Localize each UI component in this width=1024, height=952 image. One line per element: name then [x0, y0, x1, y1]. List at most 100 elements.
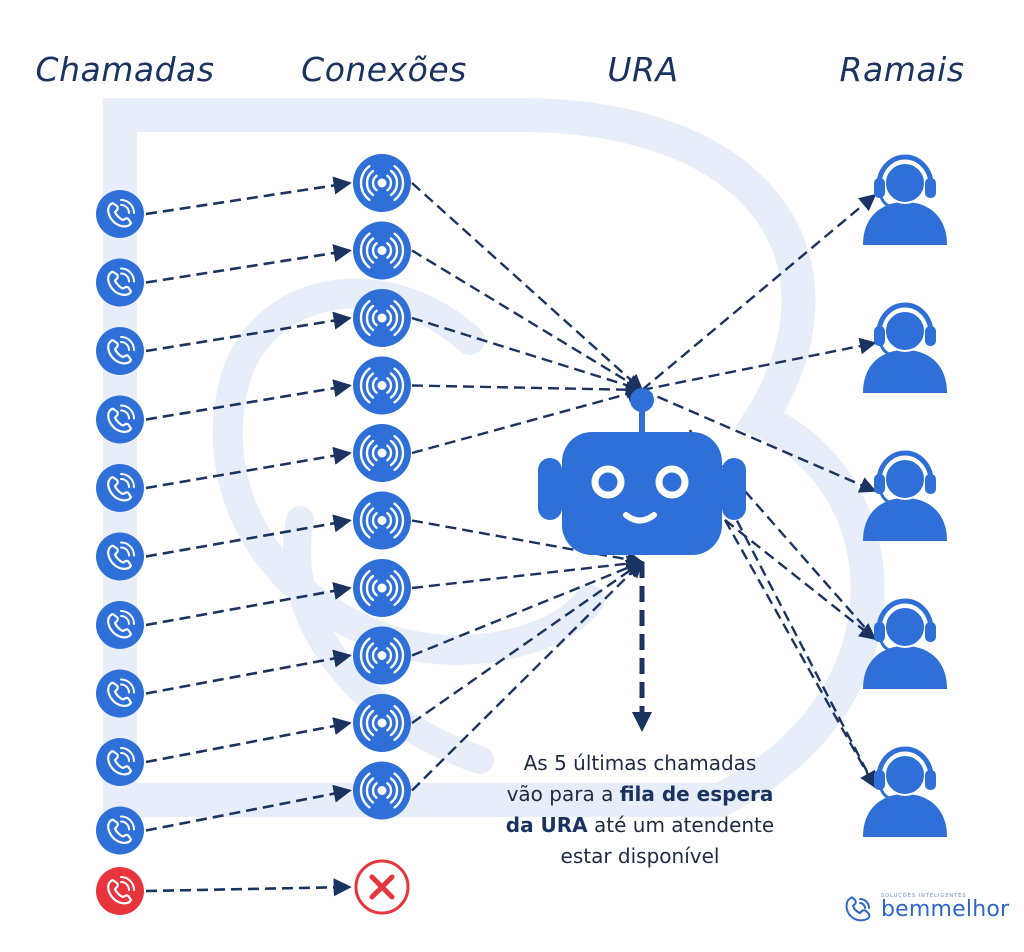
connection-wave	[359, 435, 371, 471]
phone-wave	[120, 267, 135, 283]
connection-wave	[386, 579, 393, 597]
connection-wave	[393, 570, 405, 606]
headset-agent-icon	[863, 598, 947, 689]
signal-broadcast-icon	[353, 424, 411, 482]
robot-eye	[591, 465, 625, 499]
agent-body	[863, 202, 947, 245]
connection-wave	[389, 304, 399, 332]
phone-icon	[96, 258, 144, 307]
signal-broadcast-icon	[353, 289, 411, 347]
connection-wave	[389, 237, 399, 264]
phone-circle	[96, 327, 144, 375]
agent-head	[884, 162, 926, 204]
connection-to-ura-arrow	[411, 561, 644, 724]
brand-tagline: SOLUÇÕES INTELIGENTES	[881, 893, 967, 899]
phone-circle	[96, 258, 144, 307]
agent-earcup	[925, 770, 936, 790]
agent-headband	[876, 450, 934, 482]
signal-broadcast-icon	[353, 626, 411, 685]
phone-circle	[96, 532, 144, 581]
rejected-phone-icon	[96, 867, 144, 915]
phone-wave	[120, 341, 130, 351]
ura-to-extension-arrow	[641, 337, 877, 392]
connection-center	[377, 178, 387, 188]
connection-wave	[389, 372, 399, 399]
agent-head	[884, 754, 926, 796]
agent-earcup	[925, 622, 936, 642]
connection-wave	[359, 300, 371, 336]
connection-center	[377, 246, 387, 255]
agent-body	[863, 350, 947, 393]
x-circle-icon	[354, 859, 410, 915]
connection-wave	[389, 642, 399, 669]
connection-wave	[365, 574, 375, 602]
connection-wave	[359, 705, 371, 741]
connection-wave	[359, 502, 371, 539]
connection-wave	[359, 772, 371, 809]
robot-left-ear	[538, 458, 562, 520]
phone-handset	[107, 750, 133, 776]
phone-wave	[120, 546, 130, 557]
connection-wave	[365, 169, 375, 197]
caption-line-4: estar disponível	[560, 844, 720, 868]
connection-wave	[365, 304, 375, 332]
connection-wave	[371, 714, 378, 732]
connection-wave	[359, 637, 371, 674]
phone-circle	[96, 464, 144, 512]
phone-circle	[96, 669, 144, 718]
agent-body	[863, 794, 947, 837]
connection-wave	[393, 165, 405, 201]
nodes-layer	[96, 154, 947, 915]
phone-wave	[120, 820, 130, 831]
caption-line-1: As 5 últimas chamadas	[523, 751, 757, 775]
phone-wave	[120, 336, 135, 351]
connection-to-ura-arrow	[411, 519, 644, 568]
phone-icon	[96, 327, 144, 375]
phone-icon	[96, 806, 144, 855]
agent-mic	[879, 788, 900, 802]
phone-wave	[120, 615, 130, 625]
connection-wave	[389, 574, 399, 602]
connection-center	[377, 786, 387, 795]
connection-wave	[386, 309, 393, 327]
agent-headband	[876, 746, 934, 778]
connection-wave	[386, 512, 393, 529]
watermark-logo	[103, 98, 885, 817]
queue-caption: As 5 últimas chamadas vão para a fila de…	[470, 748, 810, 872]
caption-highlight-queue: fila de espera	[619, 782, 774, 806]
agent-head	[884, 458, 926, 500]
call-to-connection-arrow	[145, 176, 352, 216]
phone-circle	[96, 867, 144, 915]
agent-earcup	[874, 474, 885, 494]
connection-wave	[371, 377, 378, 394]
signal-broadcast-icon	[353, 221, 411, 280]
brand-phone-icon	[845, 896, 871, 922]
connection-center	[377, 516, 387, 525]
phone-wave	[120, 541, 135, 557]
phone-wave	[120, 409, 130, 420]
agent-earcup	[874, 178, 885, 198]
agent-head	[884, 606, 926, 648]
connection-wave	[365, 709, 375, 737]
connection-wave	[386, 377, 393, 394]
phone-wave	[120, 610, 135, 625]
connection-wave	[371, 579, 378, 597]
connection-wave	[389, 169, 399, 197]
connection-wave	[371, 242, 378, 259]
phone-wave	[120, 272, 130, 283]
connection-wave	[386, 242, 393, 259]
ura-to-extension-arrow	[723, 519, 877, 789]
phone-wave	[120, 404, 135, 420]
connection-wave	[393, 232, 405, 269]
signal-broadcast-icon	[353, 559, 411, 617]
agent-mic	[879, 492, 900, 506]
phone-wave	[120, 747, 135, 762]
robot-right-ear	[722, 458, 746, 520]
rejected-call-arrow	[145, 878, 352, 897]
phone-icon	[96, 395, 144, 444]
phone-circle	[96, 738, 144, 786]
agent-headband	[876, 302, 934, 334]
connection-to-ura-arrow	[411, 555, 644, 590]
phone-icon	[96, 669, 144, 718]
connection-wave	[393, 300, 405, 336]
